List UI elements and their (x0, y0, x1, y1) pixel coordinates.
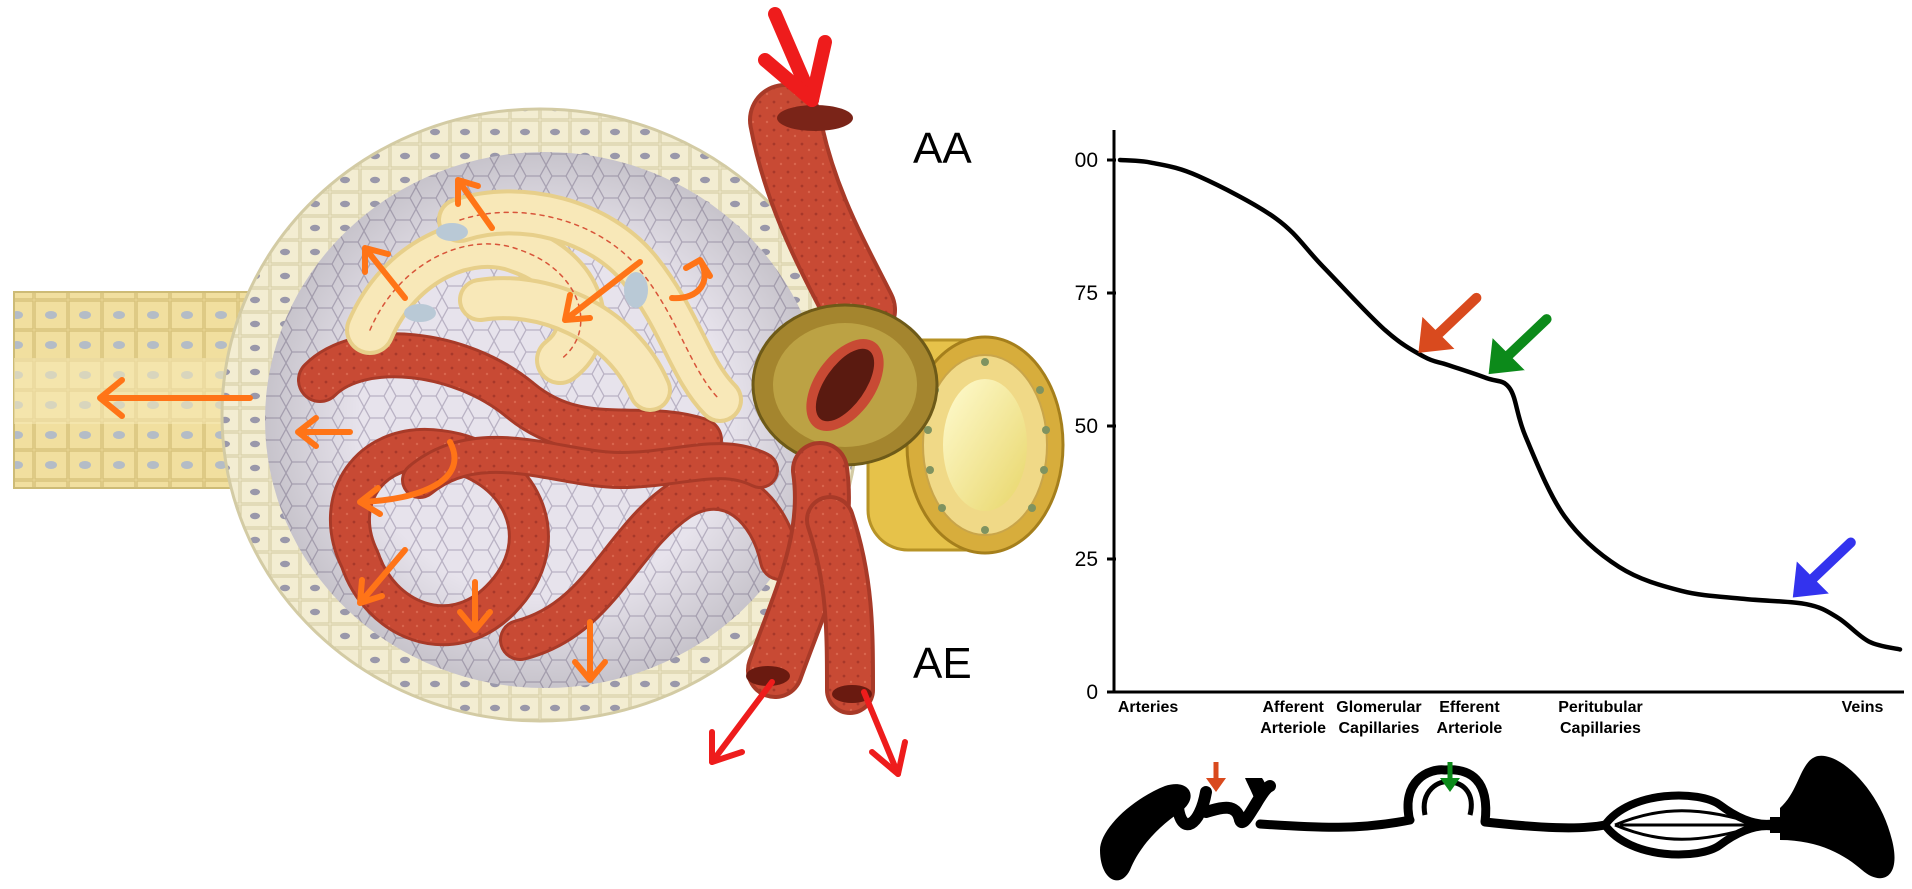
x-category-label: Afferent (1262, 699, 1324, 716)
x-category-label: Peritubular (1558, 699, 1642, 716)
x-category-label: Arteries (1118, 699, 1179, 716)
y-tick-label: 25 (1075, 548, 1098, 571)
y-tick-label: 00 (1075, 149, 1098, 172)
vein-shape (1780, 756, 1895, 879)
curve-markers (1418, 298, 1850, 598)
x-category-label: Efferent (1439, 699, 1500, 716)
outflow-arrow-right (864, 692, 905, 774)
label-efferent-arteriole: AE (913, 639, 972, 688)
outflow-arrow-left (712, 682, 772, 762)
x-category-label: Arteriole (1437, 720, 1503, 737)
x-category-label: Arteriole (1260, 720, 1326, 737)
curve-marker-arrow (1418, 298, 1476, 353)
vessel-schematic (1100, 756, 1895, 881)
glomerulus-model: AA AE (14, 14, 1063, 774)
peritubular-schematic (1605, 795, 1780, 854)
y-ticks: 0 25 50 75 00 (1075, 149, 1116, 704)
x-category-label: Glomerular (1336, 699, 1421, 716)
label-afferent-arteriole: AA (913, 124, 972, 173)
y-tick-label: 75 (1075, 282, 1098, 305)
x-category-label: Capillaries (1560, 720, 1641, 737)
x-category-label: Veins (1842, 699, 1884, 716)
pressure-curve (1120, 160, 1900, 649)
curve-marker-arrow (1793, 543, 1851, 598)
artery-shape (1100, 784, 1191, 880)
y-tick-label: 50 (1075, 415, 1098, 438)
x-category-label: Capillaries (1338, 720, 1419, 737)
curve-marker-arrow (1489, 319, 1547, 374)
glomerulus-schematic (1408, 770, 1486, 822)
y-tick-label: 0 (1086, 681, 1098, 704)
proximal-tubule (14, 292, 249, 488)
